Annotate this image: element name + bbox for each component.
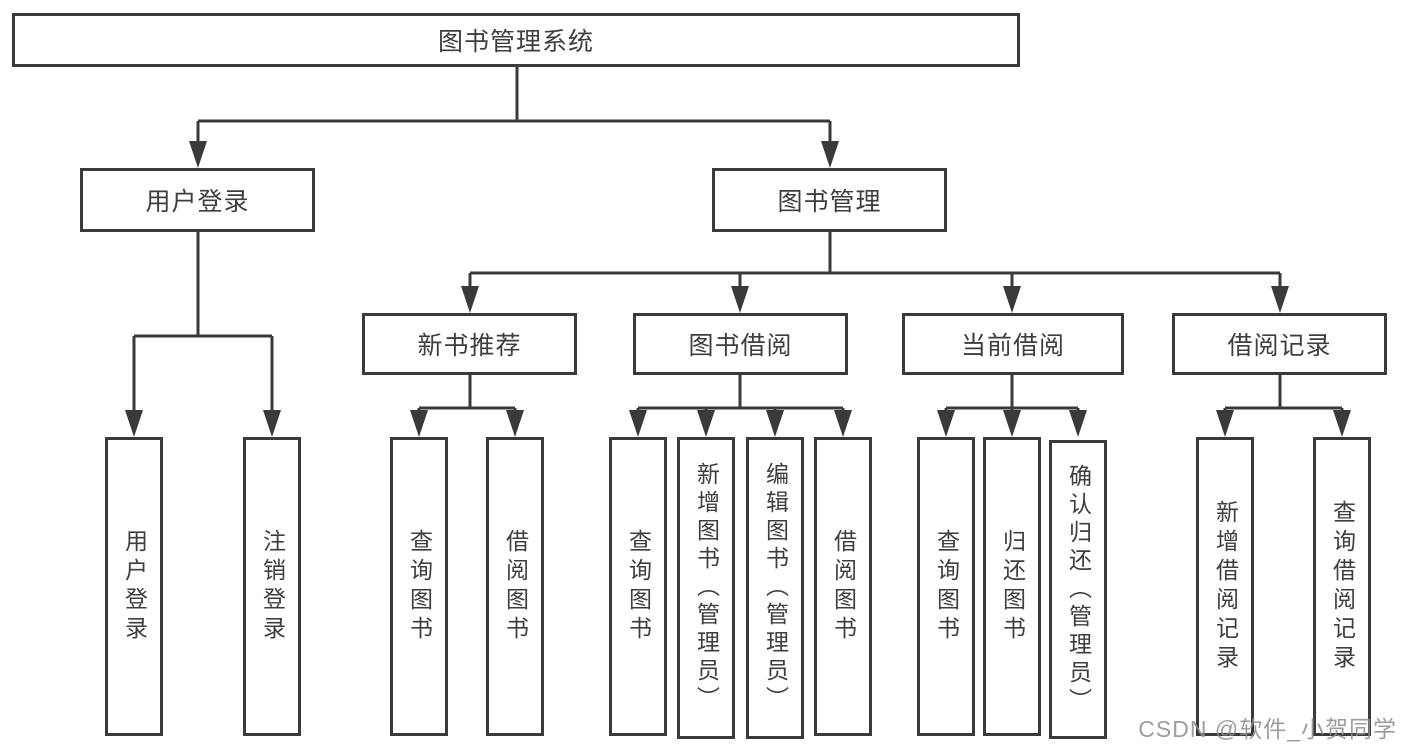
leaf-current-query-books: 查询图书 xyxy=(917,437,975,736)
node-user-login: 用户登录 xyxy=(80,168,315,232)
node-borrow-records: 借阅记录 xyxy=(1172,313,1387,375)
leaf-logout: 注销登录 xyxy=(243,437,301,736)
connector-current-borrow xyxy=(944,375,1080,420)
connector-user-login xyxy=(132,232,274,420)
leaf-recommend-query-books: 查询图书 xyxy=(390,437,448,736)
node-book-management: 图书管理 xyxy=(712,168,947,232)
leaf-recommend-borrow-books: 借阅图书 xyxy=(486,437,544,736)
leaf-borrow-query-books: 查询图书 xyxy=(609,437,667,736)
leaf-add-borrow-record: 新增借阅记录 xyxy=(1196,437,1254,736)
watermark-text: CSDN @软件_小贺同学 xyxy=(1138,716,1397,742)
leaf-add-books-admin: 新增图书（管理员） xyxy=(677,437,735,739)
leaf-confirm-return-admin: 确认归还（管理员） xyxy=(1049,440,1107,739)
node-root-system: 图书管理系统 xyxy=(12,13,1020,67)
leaf-user-login: 用户登录 xyxy=(105,437,163,736)
leaf-return-books: 归还图书 xyxy=(983,437,1041,736)
node-current-borrow: 当前借阅 xyxy=(902,313,1124,375)
connector-book-mgmt xyxy=(468,232,1282,296)
connector-borrow-records xyxy=(1223,375,1344,420)
connector-root xyxy=(196,67,832,150)
node-book-borrow: 图书借阅 xyxy=(633,313,848,375)
leaf-borrow-books: 借阅图书 xyxy=(814,437,872,736)
node-new-book-recommend: 新书推荐 xyxy=(362,313,577,375)
connector-new-book xyxy=(417,375,517,420)
connector-book-borrow xyxy=(636,375,845,420)
leaf-edit-books-admin: 编辑图书（管理员） xyxy=(746,437,804,739)
leaf-query-borrow-record: 查询借阅记录 xyxy=(1313,437,1371,736)
